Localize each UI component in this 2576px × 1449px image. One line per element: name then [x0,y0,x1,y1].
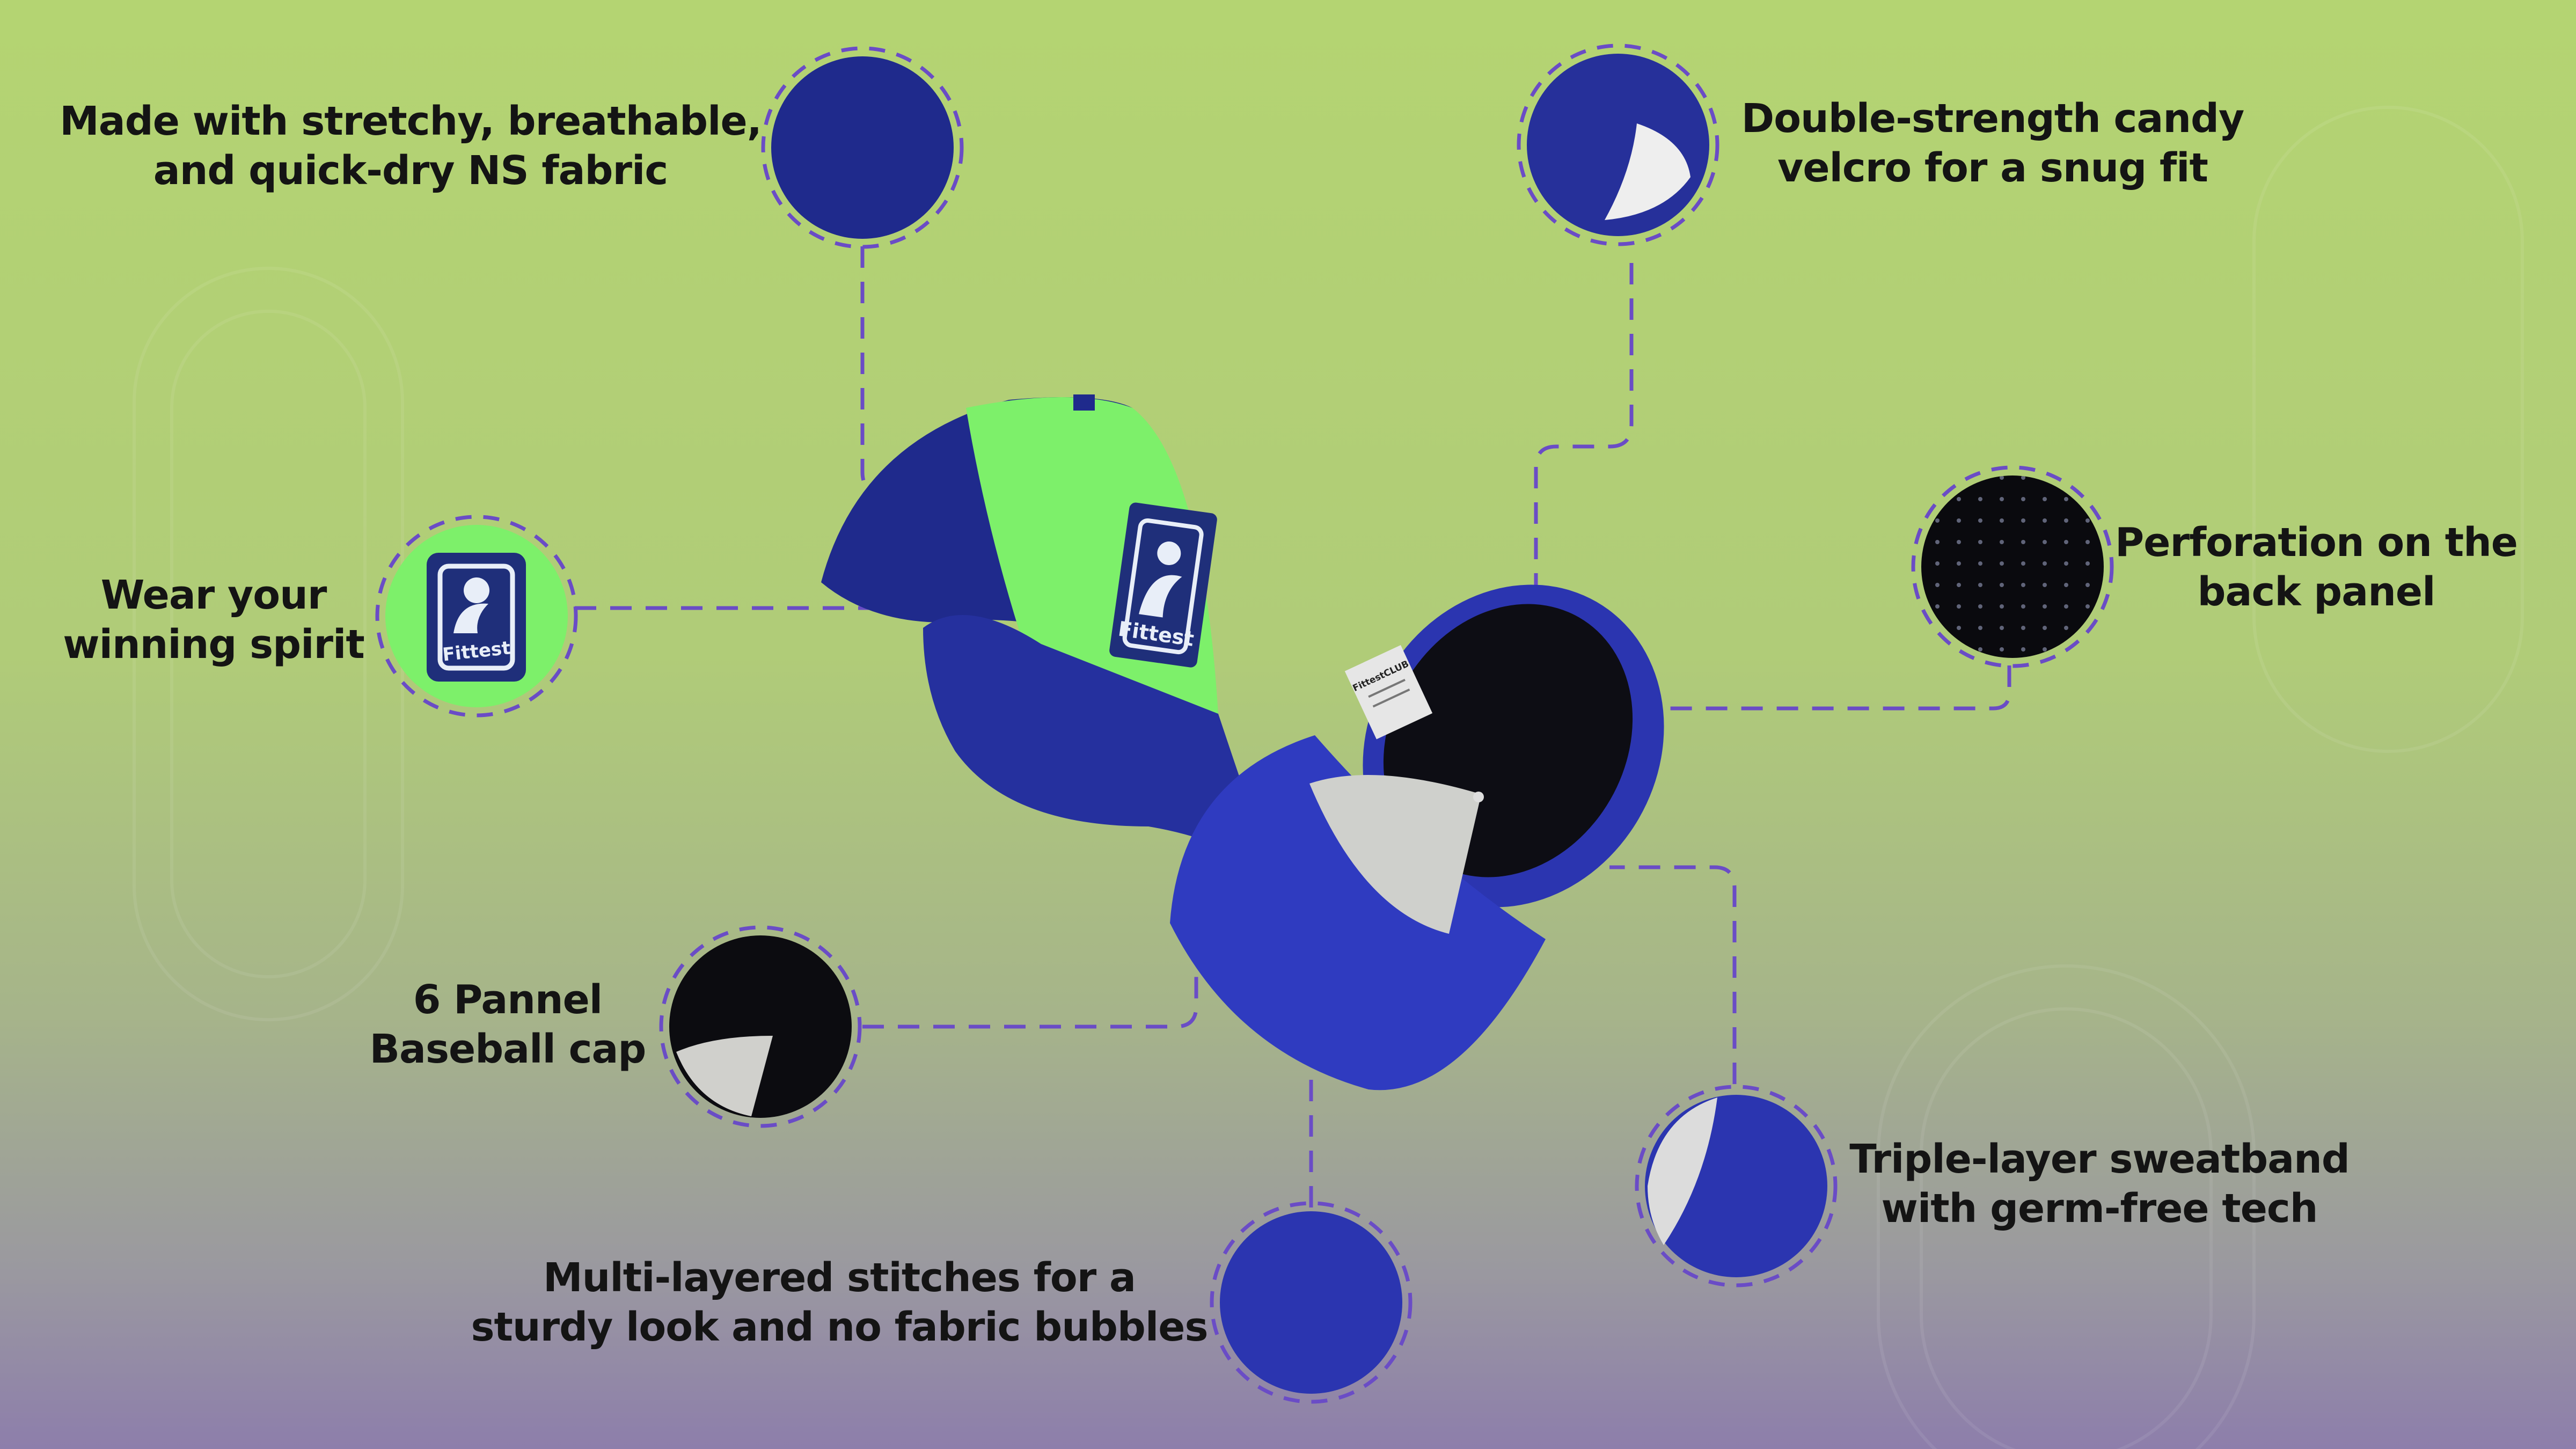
connector-velcro [1534,263,1634,591]
circle-velcro [1517,43,1719,246]
circle-perforation [1911,465,2114,668]
circle-panels [659,925,862,1128]
label-line: Perforation on the [2115,519,2518,566]
feature-label-perforation: Perforation on the back panel [2115,518,2518,617]
feature-label-stitches: Multi-layered stitches for a sturdy look… [471,1253,1209,1352]
label-line: back panel [2197,569,2436,615]
cap-underside-view: FittestCLUB [1170,584,1664,1091]
label-line: Multi-layered stitches for a [543,1255,1136,1301]
circle-fabric [761,46,964,249]
label-line: Wear your [100,572,327,618]
connector-perforation [1643,665,2011,711]
circle-sweatband [1635,1085,1838,1287]
label-line: velcro for a snug fit [1777,145,2208,191]
circle-stitches [1210,1201,1413,1404]
feature-label-sweatband: Triple-layer sweatband with germ-free te… [1849,1135,2350,1233]
label-line: Baseball cap [369,1026,647,1072]
feature-label-panels: 6 Pannel Baseball cap [369,975,647,1074]
label-line: Triple-layer sweatband [1849,1136,2350,1182]
label-line: sturdy look and no fabric bubbles [471,1304,1209,1350]
feature-label-fabric: Made with stretchy, breathable, and quic… [60,97,762,195]
label-line: and quick-dry NS fabric [153,148,668,194]
connector-sweatband [1609,865,1737,1084]
label-line: with germ-free tech [1881,1185,2318,1232]
feature-label-logo: Wear your winning spirit [63,570,364,669]
circle-logo: Fittest [375,515,578,718]
feature-label-velcro: Double-strength candy velcro for a snug … [1741,94,2244,193]
cap-side-view: Fittest [821,394,1272,869]
label-line: Double-strength candy [1741,96,2244,142]
label-line: 6 Pannel [413,977,603,1023]
label-line: Made with stretchy, breathable, [60,98,762,144]
label-line: winning spirit [63,621,364,668]
